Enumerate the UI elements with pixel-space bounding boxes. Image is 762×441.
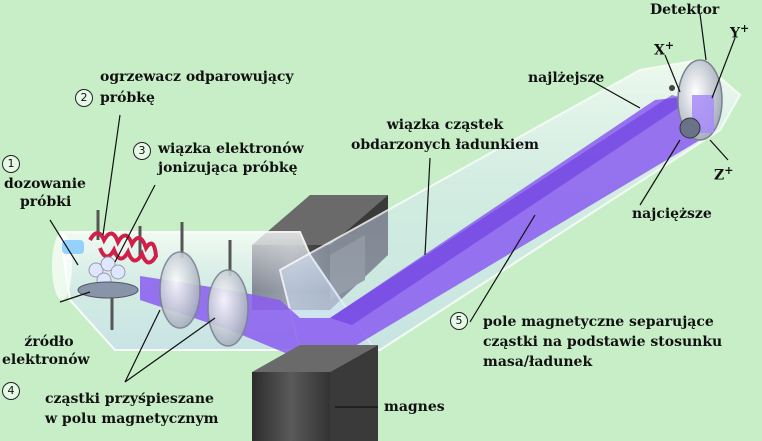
step-1-label-line1: dozowanie bbox=[4, 176, 86, 193]
heaviest-label: najcięższe bbox=[632, 206, 712, 223]
step-2-marker: 2 bbox=[75, 89, 93, 107]
step-5-label-line2: cząstki na podstawie stosunku bbox=[483, 334, 722, 351]
step-1-marker: 1 bbox=[2, 155, 20, 173]
y-plus-label: Y+ bbox=[730, 20, 749, 43]
electron-source-label-line1: źródło bbox=[14, 334, 84, 351]
beam-label-line1: wiązka cząstek bbox=[360, 117, 530, 134]
x-label: X bbox=[654, 43, 665, 59]
x-plus-sign: + bbox=[665, 39, 674, 52]
step-5-marker: 5 bbox=[450, 312, 468, 330]
z-label: Z bbox=[714, 168, 724, 184]
z-plus-sign: + bbox=[724, 164, 733, 177]
z-plus-label: Z+ bbox=[714, 162, 733, 185]
step-2-label-line2: próbkę bbox=[100, 90, 155, 107]
electron-source-label-line2: elektronów bbox=[2, 352, 90, 369]
x-plus-label: X+ bbox=[654, 37, 674, 60]
step-3-label-line1: wiązka elektronów bbox=[158, 141, 304, 158]
step-4-marker: 4 bbox=[2, 382, 20, 400]
step-5-label-line3: masa/ładunek bbox=[483, 354, 592, 371]
step-3-marker: 3 bbox=[133, 142, 151, 160]
step-2-label-line1: ogrzewacz odparowujący bbox=[100, 69, 294, 86]
magnet-lower bbox=[252, 345, 378, 441]
step-4-label-line1: cząstki przyśpieszane bbox=[45, 391, 214, 408]
step-3-label-line2: jonizująca próbkę bbox=[158, 160, 298, 177]
magnet-label: magnes bbox=[384, 399, 445, 416]
y-plus-sign: + bbox=[740, 22, 749, 35]
step-4-label-line2: w polu magnetycznym bbox=[45, 411, 218, 428]
detector-label: Detektor bbox=[650, 2, 719, 19]
step-1-label-line2: próbki bbox=[20, 194, 71, 211]
lightest-label: najlżejsze bbox=[528, 70, 604, 87]
y-label: Y bbox=[730, 26, 740, 42]
beam-label-line2: obdarzonych ładunkiem bbox=[340, 137, 550, 154]
step-5-label-line1: pole magnetyczne separujące bbox=[483, 314, 714, 331]
